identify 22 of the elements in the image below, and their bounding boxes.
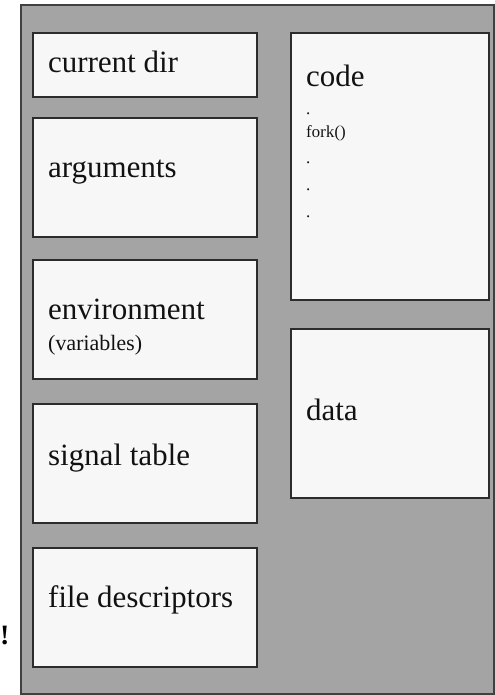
ellipsis-dot: . (306, 174, 312, 196)
box-title: environment (48, 291, 206, 327)
box-title: code (306, 58, 366, 94)
memory-box (32, 259, 258, 380)
box-title: file descriptors (48, 579, 234, 615)
memory-box (32, 547, 258, 668)
memory-box (290, 328, 490, 499)
ellipsis-dot: . (306, 146, 312, 169)
box-title: arguments (48, 149, 178, 185)
memory-box (290, 32, 490, 301)
box-note: (variables) (48, 328, 144, 357)
note-mark: ! (0, 620, 10, 652)
box-title: data (306, 392, 359, 428)
box-title: signal table (48, 437, 192, 473)
process-panel (20, 4, 495, 695)
memory-box (32, 403, 258, 524)
box-title: current dir (48, 44, 179, 80)
box-note: fork() (306, 120, 347, 143)
ellipsis-dot: . (306, 98, 312, 120)
ellipsis-dot: . (306, 200, 312, 223)
memory-box (32, 117, 258, 238)
memory-box (32, 32, 258, 98)
